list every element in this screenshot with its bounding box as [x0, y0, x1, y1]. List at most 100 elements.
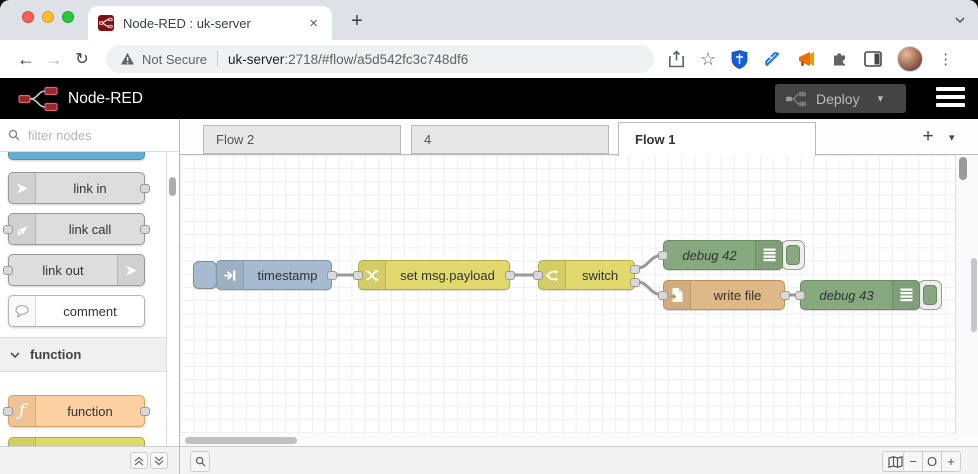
input-port[interactable]: [795, 291, 805, 300]
collapse-all-button[interactable]: [130, 452, 148, 469]
node-switch[interactable]: switch: [533, 260, 640, 290]
output-port[interactable]: [780, 291, 790, 300]
palette-scrollbar-track[interactable]: [166, 152, 179, 446]
canvas-horizontal-scrollbar[interactable]: [180, 434, 978, 446]
profile-avatar[interactable]: [897, 46, 924, 72]
category-label: function: [30, 347, 82, 362]
output-port[interactable]: [140, 407, 150, 416]
palette-node-label: switch: [36, 446, 144, 447]
input-port[interactable]: [533, 271, 543, 280]
workspace-footer: − O +: [180, 446, 978, 474]
node-red-header: Node-RED Deploy ▾: [0, 78, 978, 119]
palette-node-comment[interactable]: comment: [8, 295, 145, 327]
palette-filter-input[interactable]: [26, 126, 160, 144]
canvas-horizontal-scrollbar-thumb[interactable]: [185, 437, 297, 444]
maximize-window-button[interactable]: [62, 11, 74, 23]
palette-node-link-call[interactable]: link call: [3, 213, 150, 245]
browser-tab-strip: Node-RED : uk-server × +: [0, 0, 978, 40]
sidebar-icon[interactable]: [864, 51, 882, 67]
input-port[interactable]: [3, 407, 13, 416]
palette-node-partial[interactable]: [8, 152, 145, 160]
deploy-button[interactable]: Deploy ▾: [775, 84, 906, 113]
deploy-options-caret-icon[interactable]: ▾: [877, 93, 884, 105]
tab-search-chevron-icon[interactable]: [954, 13, 966, 27]
browser-toolbar: ← → ↻ Not Secure uk-server:2718/#flow/a5…: [0, 40, 978, 78]
palette-node-link-in[interactable]: link in: [8, 172, 150, 204]
close-window-button[interactable]: [22, 11, 34, 23]
palette-node-label: link out: [42, 262, 84, 278]
tab-flow-4[interactable]: 4: [411, 125, 609, 154]
input-port[interactable]: [658, 291, 668, 300]
function-icon: ƒ: [9, 396, 36, 426]
bookmark-star-icon[interactable]: ☆: [700, 49, 717, 69]
page-scrollbar-thumb[interactable]: [971, 258, 977, 332]
palette-node-switch-partial[interactable]: switch: [8, 437, 145, 446]
megaphone-extension-icon[interactable]: [797, 50, 816, 68]
zoom-controls: − O +: [903, 451, 961, 472]
palette-node-function[interactable]: ƒ function: [3, 395, 150, 427]
zoom-in-button[interactable]: +: [941, 451, 961, 472]
share-icon[interactable]: [668, 50, 685, 68]
output-port-2[interactable]: [630, 278, 640, 287]
browser-tab[interactable]: Node-RED : uk-server ×: [88, 6, 332, 40]
reload-button[interactable]: ↻: [75, 51, 89, 68]
input-port[interactable]: [353, 271, 363, 280]
flow-canvas[interactable]: timestamp set msg.payload switch: [180, 155, 955, 434]
zoom-reset-button[interactable]: O: [922, 451, 942, 472]
zoom-out-button[interactable]: −: [903, 451, 923, 472]
main-menu-icon[interactable]: [936, 87, 965, 107]
switch-icon: [9, 438, 36, 446]
node-write-file[interactable]: write file: [658, 280, 790, 310]
node-change-set-msg-payload[interactable]: set msg.payload: [353, 260, 515, 290]
search-icon: [8, 129, 20, 141]
output-port[interactable]: [140, 225, 150, 234]
palette-node-label: link in: [73, 180, 107, 196]
shield-extension-icon[interactable]: [731, 49, 748, 69]
palette-node-link-out[interactable]: link out: [3, 254, 145, 286]
canvas-vertical-scrollbar-thumb[interactable]: [959, 157, 967, 180]
output-port-1[interactable]: [630, 265, 640, 274]
add-flow-button[interactable]: +: [922, 126, 934, 147]
minimize-window-button[interactable]: [42, 11, 54, 23]
not-secure-warning-icon[interactable]: [120, 52, 135, 66]
output-port[interactable]: [505, 271, 515, 280]
browser-menu-icon[interactable]: ⋮: [938, 51, 954, 68]
debug-toggle-button[interactable]: [781, 240, 805, 270]
inject-run-button[interactable]: [193, 261, 217, 289]
traffic-lights: [22, 11, 74, 23]
url-divider: [217, 51, 219, 67]
debug-toggle-button[interactable]: [918, 280, 942, 310]
tab-flow-1[interactable]: Flow 1: [618, 122, 816, 156]
palette-node-label: link call: [68, 221, 112, 237]
tab-close-icon[interactable]: ×: [309, 14, 318, 32]
link-extension-icon[interactable]: [763, 50, 782, 69]
input-port[interactable]: [3, 225, 13, 234]
node-red-favicon: [98, 15, 114, 31]
category-chevron-icon: [10, 346, 20, 364]
back-button[interactable]: ←: [17, 48, 35, 69]
palette-scrollbar-thumb[interactable]: [169, 177, 176, 196]
node-debug-42[interactable]: debug 42: [658, 240, 783, 270]
input-port[interactable]: [658, 251, 668, 260]
canvas-search-button[interactable]: [190, 451, 210, 472]
canvas-scrollbar-track[interactable]: [955, 155, 978, 434]
flow-list-caret-icon[interactable]: ▾: [949, 132, 955, 144]
palette-search[interactable]: [0, 119, 179, 152]
node-label: write file: [713, 287, 762, 303]
forward-button[interactable]: →: [45, 48, 63, 69]
palette-category-function[interactable]: function: [0, 337, 166, 372]
node-inject-timestamp[interactable]: timestamp: [216, 260, 337, 290]
node-debug-43[interactable]: debug 43: [795, 280, 920, 310]
new-tab-button[interactable]: +: [351, 9, 363, 32]
output-port[interactable]: [140, 184, 150, 193]
url-path: :2718/#flow/a5d542fc3c748df6: [284, 51, 469, 67]
expand-all-button[interactable]: [150, 452, 168, 469]
output-port[interactable]: [327, 271, 337, 280]
node-red-logo: [18, 86, 58, 111]
address-bar[interactable]: Not Secure uk-server:2718/#flow/a5d542fc…: [106, 45, 654, 73]
tab-flow-2[interactable]: Flow 2: [203, 125, 401, 154]
node-label: switch: [581, 267, 619, 283]
node-label: set msg.payload: [400, 267, 495, 283]
extensions-puzzle-icon[interactable]: [831, 50, 849, 68]
input-port[interactable]: [3, 266, 13, 275]
